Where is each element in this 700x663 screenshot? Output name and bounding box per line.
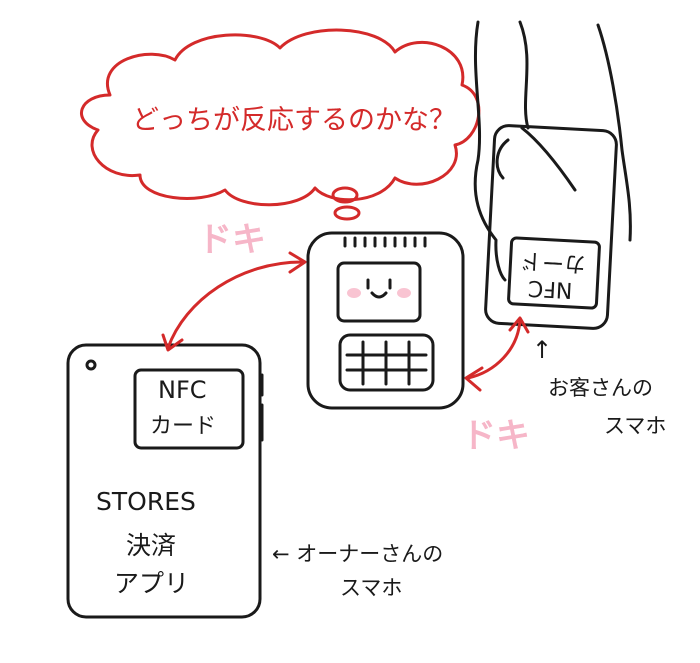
terminal-keypad	[338, 333, 435, 392]
owner-phone-body	[66, 343, 262, 619]
owner-nfc-label: NFC	[158, 376, 207, 404]
app-name: アプリ	[114, 569, 190, 598]
payment-terminal-body	[306, 231, 465, 410]
thought-cloud	[80, 28, 481, 207]
terminal-customer-arrow	[466, 318, 522, 380]
owner-nfc-label: カード	[150, 414, 217, 439]
terminal-cheek	[347, 288, 361, 298]
arrow-head	[508, 316, 530, 334]
customer-phone-body	[484, 124, 618, 330]
customer-nfc-label: NFC	[527, 274, 574, 303]
arrow-head	[464, 366, 484, 392]
bubble-text: どっちが反応するのかな？	[132, 105, 456, 136]
app-name: STORES	[96, 487, 196, 516]
terminal-smile	[370, 291, 388, 299]
thought-dot-large	[331, 186, 359, 204]
owner-terminal-arrow	[166, 260, 304, 350]
terminal-screen	[336, 261, 422, 323]
customer-phone-caption: お客さんの	[548, 376, 653, 400]
owner-phone-camera	[85, 359, 97, 371]
owner-nfc-card-frame	[133, 368, 245, 450]
terminal-cheek	[397, 288, 411, 298]
customer-hand	[473, 20, 632, 282]
thought-dot-small	[333, 205, 361, 221]
doki-effect-right: ドキ	[462, 416, 530, 456]
app-name: 決済	[126, 531, 177, 560]
doki-effect-left: ドキ	[198, 220, 266, 260]
customer-caption-arrow: ↑	[532, 336, 553, 364]
arrow-head	[288, 251, 307, 274]
owner-phone-caption: スマホ	[340, 576, 403, 600]
customer-phone-caption: スマホ	[604, 414, 667, 438]
arrow-head	[161, 333, 184, 352]
owner-phone-caption: ← オーナーさんの	[272, 542, 444, 566]
customer-nfc-card-frame	[507, 236, 601, 310]
